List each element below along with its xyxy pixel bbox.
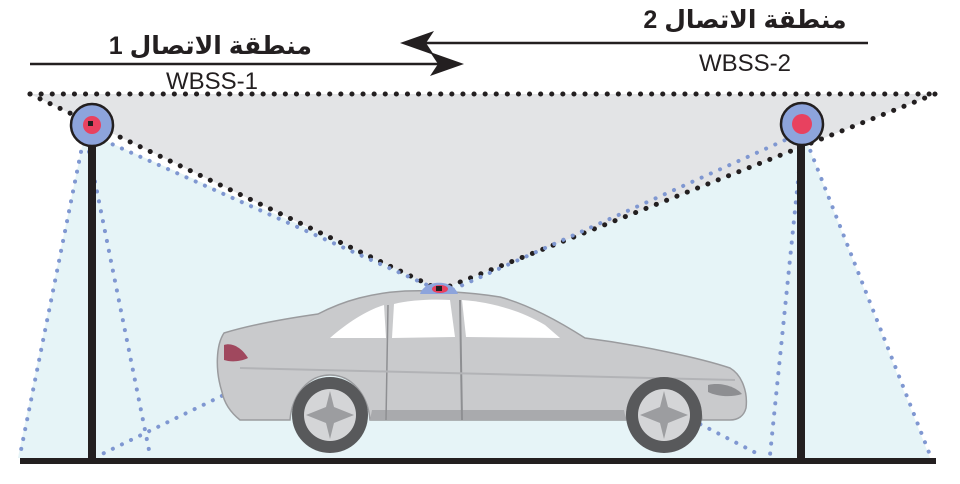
front-wheel xyxy=(626,377,702,453)
car-front-door-window xyxy=(392,299,455,338)
zone1-title: منطقة الاتصال 1 xyxy=(108,32,312,60)
head-light xyxy=(708,384,742,397)
zone2-rule xyxy=(400,31,868,55)
ground-line xyxy=(20,458,936,464)
tail-light xyxy=(224,344,248,362)
door-line-1 xyxy=(459,299,463,421)
left-access-point-icon xyxy=(69,102,115,148)
car-beam-left xyxy=(98,288,442,457)
overlap-region xyxy=(30,94,935,290)
arrow-left-icon xyxy=(400,31,434,55)
zone1-rule xyxy=(30,52,464,76)
left-ap-beam-down xyxy=(83,130,152,457)
door-line-2 xyxy=(385,304,389,421)
zone1-id: WBSS-1 xyxy=(165,68,258,95)
car-sill-shadow xyxy=(370,410,626,420)
car-rear-window xyxy=(330,305,386,338)
vehicle-antenna-icon xyxy=(420,282,458,294)
left-ap-coverage-wide xyxy=(18,132,470,458)
zone2-id: WBSS-2 xyxy=(698,50,791,77)
right-ap-beam-outer xyxy=(801,130,932,457)
car-front-window xyxy=(462,300,560,338)
zone2-title: منطقة الاتصال 2 xyxy=(643,6,847,34)
right-access-point-icon xyxy=(779,101,825,147)
left-pole xyxy=(88,140,96,462)
rear-wheel xyxy=(292,377,368,453)
arrow-right-icon xyxy=(430,52,464,76)
car xyxy=(216,290,748,453)
right-pole xyxy=(797,140,805,462)
right-vehicle-beam xyxy=(437,91,938,293)
left-ap-beam-outer xyxy=(18,130,87,457)
right-ap-beam-down xyxy=(768,130,805,457)
body-crease xyxy=(239,367,736,381)
